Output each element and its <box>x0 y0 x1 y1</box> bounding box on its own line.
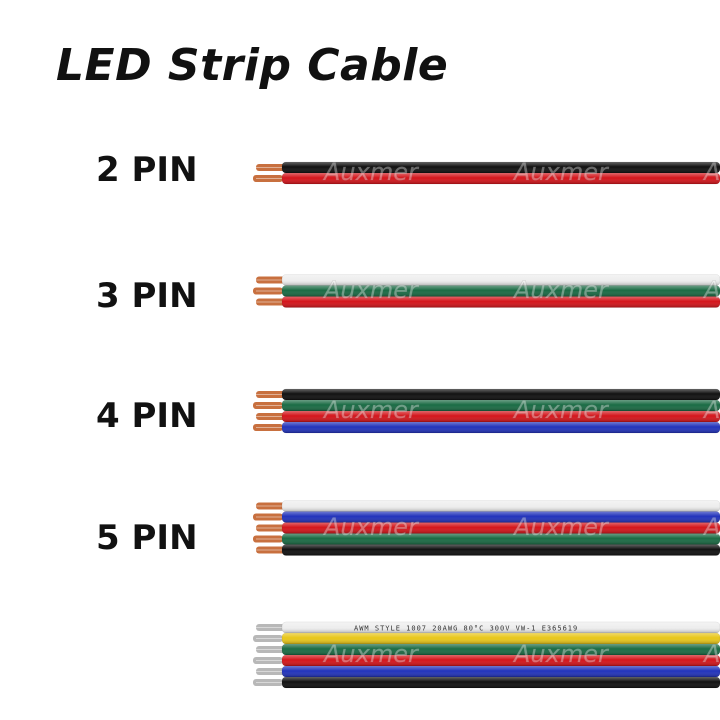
watermark-text: Auxmer <box>512 396 610 424</box>
pin-label: 2 PIN <box>96 150 198 190</box>
watermark-text: Auxmer <box>702 640 720 668</box>
conductor-strand <box>253 679 283 686</box>
conductor-strand <box>253 287 283 295</box>
conductor-strand <box>256 298 286 306</box>
conductor-strand <box>256 646 286 653</box>
watermark-text: Auxmer <box>702 276 720 304</box>
conductor-strand <box>253 402 283 409</box>
cable-row-3-pin: 3 PIN Auxmer Auxmer Auxmer <box>0 246 720 336</box>
watermark-text: Auxmer <box>322 640 420 668</box>
pin-label: 3 PIN <box>96 276 198 316</box>
cable-row-2-pin: 2 PIN Auxmer Auxmer Auxmer <box>0 128 720 218</box>
conductor-strand <box>253 513 283 521</box>
conductor-strand <box>253 635 283 642</box>
cable-image-4-pin: Auxmer Auxmer Auxmer <box>234 366 720 456</box>
conductor-strand <box>256 624 286 631</box>
conductor-strand <box>256 668 286 675</box>
cable-image-3-pin: Auxmer Auxmer Auxmer <box>234 246 720 336</box>
watermark-text: Auxmer <box>512 640 610 668</box>
watermark-text: Auxmer <box>512 513 610 541</box>
conductor-strand <box>256 276 286 284</box>
cable-row-5-pin: 5 PIN Auxmer Auxmer Auxmer <box>0 478 720 568</box>
conductor-strand <box>256 546 286 554</box>
conductor-strand <box>253 535 283 543</box>
cable-row-4-pin: 4 PIN Auxmer Auxmer Auxmer <box>0 366 720 456</box>
conductor-strand <box>253 424 283 431</box>
page-title: LED Strip Cable <box>56 40 449 91</box>
cable-image-2-pin: Auxmer Auxmer Auxmer <box>234 138 720 208</box>
conductor-strand <box>256 524 286 532</box>
watermark-text: Auxmer <box>322 276 420 304</box>
watermark-text: Auxmer <box>512 158 610 186</box>
conductor-strand <box>253 175 283 182</box>
pin-label: 4 PIN <box>96 396 198 436</box>
watermark-text: Auxmer <box>702 396 720 424</box>
watermark-text: Auxmer <box>702 158 720 186</box>
watermark-text: Auxmer <box>322 513 420 541</box>
conductor-strand <box>256 502 286 510</box>
cable-row-6-pin: Auxmer Auxmer Auxmer AWM STYLE 1007 20AWG 8… <box>0 600 720 690</box>
conductor-strand <box>256 391 286 398</box>
cable-image-5-pin: Auxmer Auxmer Auxmer <box>234 478 720 578</box>
watermark-text: Auxmer <box>322 396 420 424</box>
conductor-strand <box>256 164 286 171</box>
cable-image-6-pin: Auxmer Auxmer Auxmer AWM STYLE 1007 20AWG 8… <box>234 600 720 710</box>
conductor-strand <box>256 413 286 420</box>
watermark-text: Auxmer <box>512 276 610 304</box>
pin-label: 5 PIN <box>96 518 198 558</box>
watermark-text: Auxmer <box>322 158 420 186</box>
conductor-strand <box>253 657 283 664</box>
watermark-text: Auxmer <box>702 513 720 541</box>
cable-print-text: AWM STYLE 1007 20AWG 80°C 300V VW-1 E365… <box>354 625 578 633</box>
